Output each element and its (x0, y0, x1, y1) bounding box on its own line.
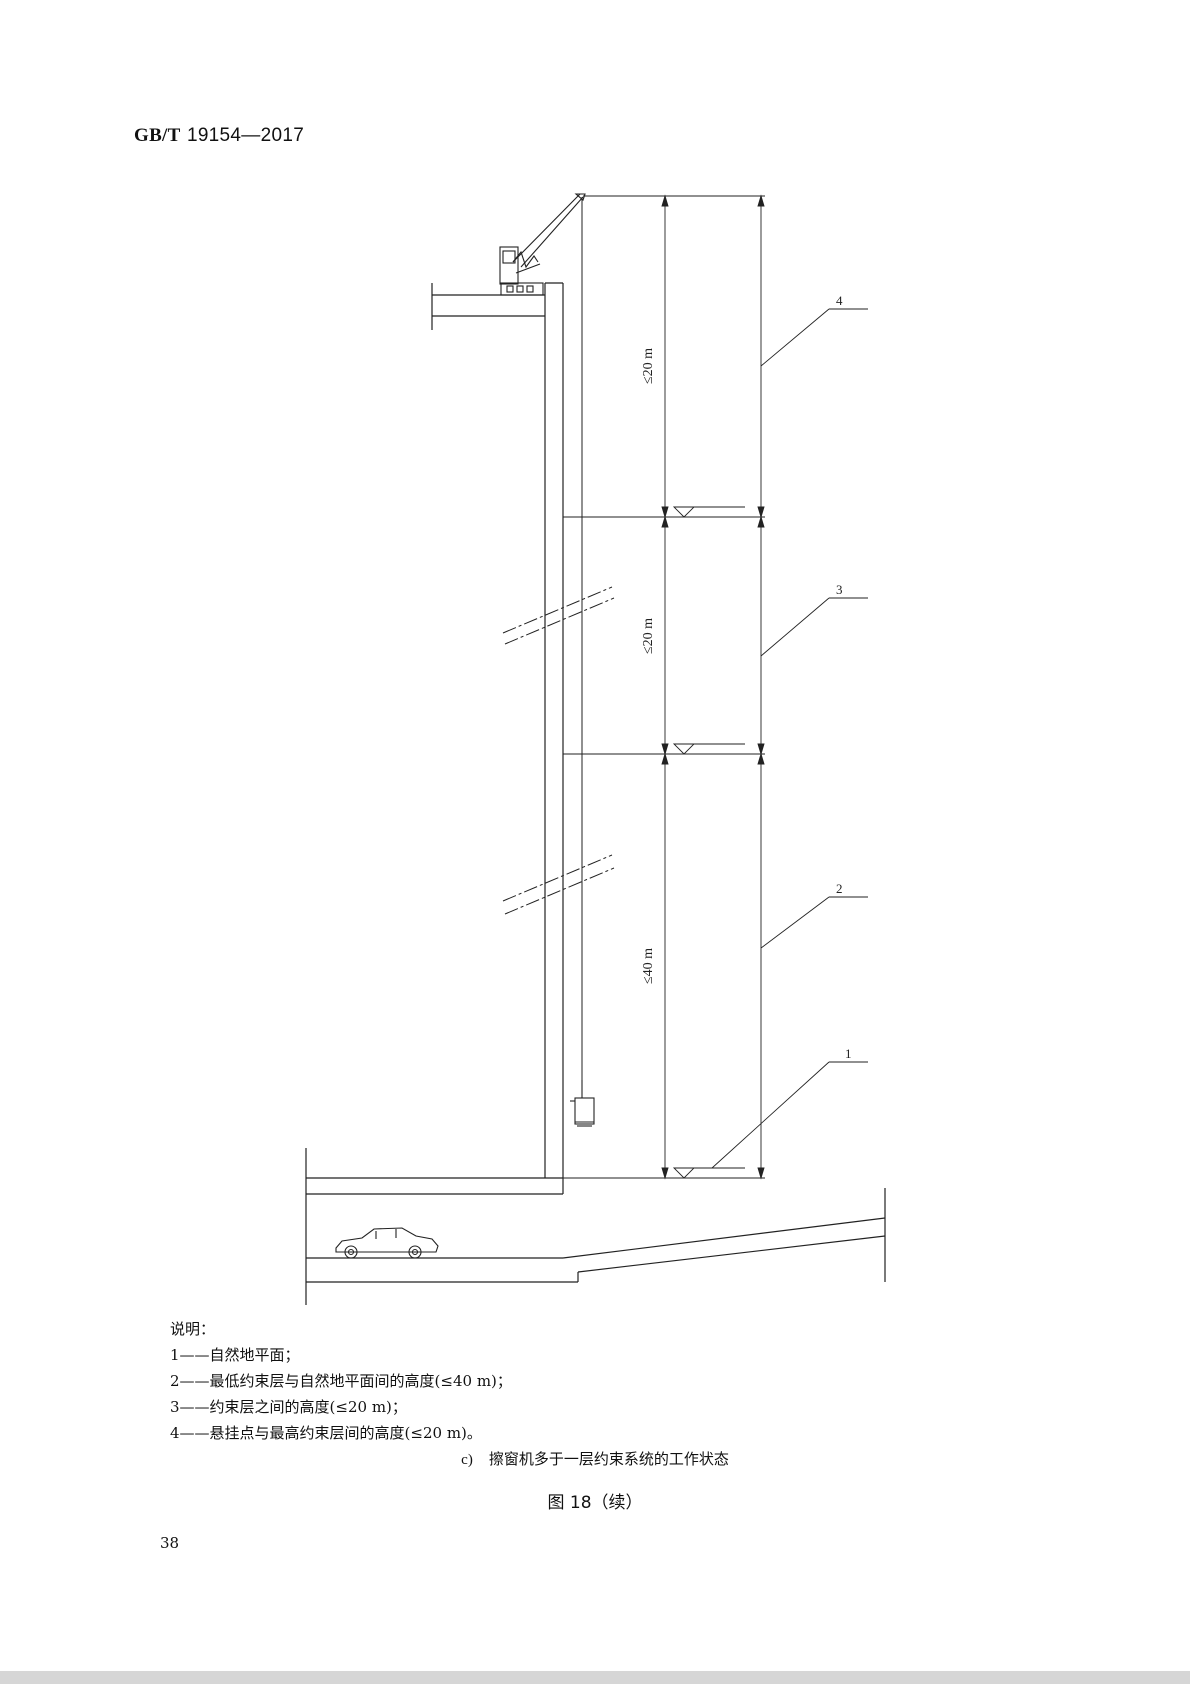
standard-prefix: GB/T (134, 125, 181, 146)
legend-item-text: 最低约束层与自然地平面间的高度(≤40 m)； (209, 1372, 512, 1390)
legend-item-number: 4 (170, 1424, 180, 1442)
level-lines (563, 195, 765, 1179)
legend-title: 说明： (170, 1320, 216, 1338)
restraint-floor-upper (502, 586, 615, 645)
standard-number: 19154—2017 (186, 125, 305, 146)
dimension-label-bottom: ≤40 m (641, 948, 656, 984)
dimension-label-top: ≤20 m (641, 348, 656, 384)
car-icon (335, 1227, 439, 1259)
sub-figure-tag: c) (461, 1452, 473, 1468)
legend-item-text: 悬挂点与最高约束层间的高度(≤20 m)。 (209, 1424, 482, 1442)
ramp (306, 1188, 886, 1283)
standard-header: GB/T 19154—2017 (134, 124, 304, 147)
dimension-label-middle: ≤20 m (641, 618, 656, 654)
bottom-bar (0, 1671, 1190, 1684)
figure-caption: 图 18（续） (547, 1493, 643, 1513)
legend-item: 2——最低约束层与自然地平面间的高度(≤40 m)； (170, 1372, 512, 1390)
legend-item: 3——约束层之间的高度(≤20 m)； (170, 1398, 407, 1416)
legend-item: 4——悬挂点与最高约束层间的高度(≤20 m)。 (170, 1424, 482, 1442)
callout-leaders (711, 308, 868, 1169)
cradle-icon (570, 1080, 595, 1127)
dimension-line-inner (661, 194, 669, 1180)
roof-slab (431, 283, 545, 330)
sub-figure-title: 擦窗机多于一层约束系统的工作状态 (488, 1450, 729, 1468)
sub-figure-caption: c) 擦窗机多于一层约束系统的工作状态 (0, 1448, 1190, 1469)
legend-item: 1——自然地平面； (170, 1346, 300, 1364)
legend-item-text: 约束层之间的高度(≤20 m)； (209, 1398, 407, 1416)
callout-1: 1 (845, 1046, 852, 1061)
legend-item-text: 自然地平面； (209, 1346, 300, 1364)
callout-4: 4 (836, 293, 843, 308)
restraint-floor-lower (502, 854, 615, 915)
ground-slab (305, 1148, 564, 1305)
callout-3: 3 (836, 582, 843, 597)
page-number: 38 (160, 1534, 180, 1552)
bmu-crane-icon (499, 193, 586, 296)
building-wall (544, 282, 564, 1178)
level-symbols (672, 506, 745, 1179)
callout-2: 2 (836, 881, 843, 896)
legend-item-number: 3 (170, 1398, 180, 1416)
legend-item-number: 1 (170, 1346, 180, 1364)
legend: 说明： 1——自然地平面； 2——最低约束层与自然地平面间的高度(≤40 m)；… (170, 1316, 512, 1446)
legend-item-number: 2 (170, 1372, 180, 1390)
dimension-line-outer (757, 194, 765, 1180)
